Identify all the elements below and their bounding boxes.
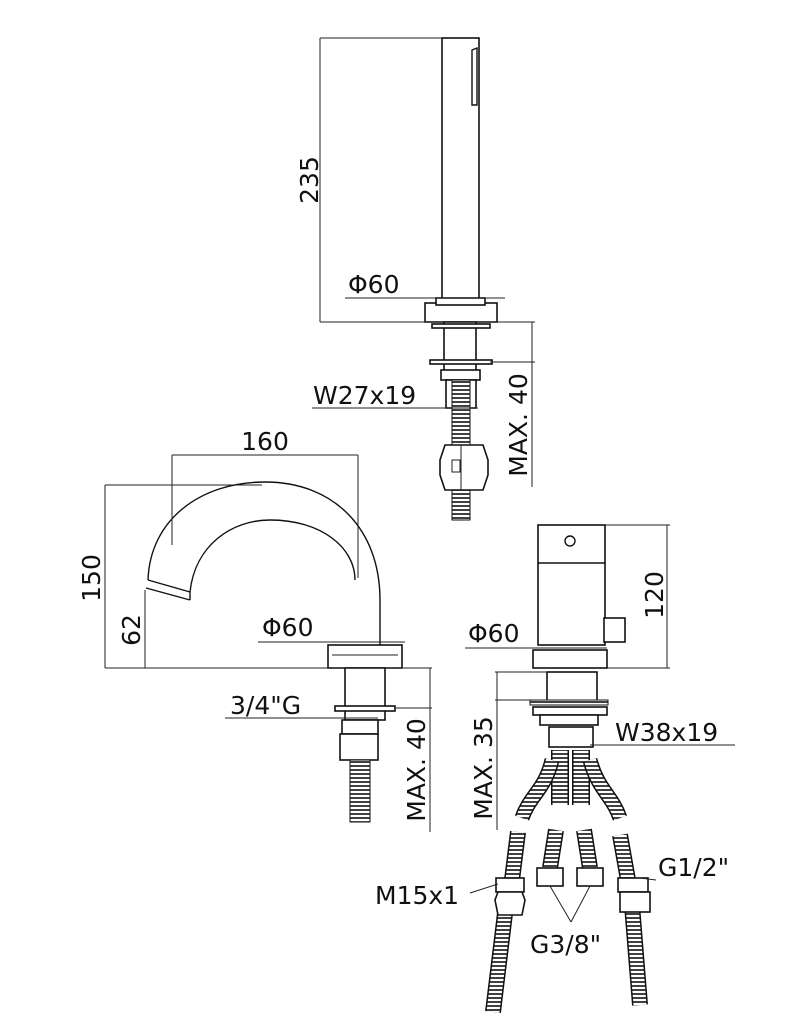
handshower-connection-label: W27x19 bbox=[313, 381, 416, 410]
spout-outlet-height-label: 62 bbox=[117, 614, 146, 646]
spout-max-label: MAX. 40 bbox=[402, 718, 431, 822]
mixer-diameter-label: Φ60 bbox=[468, 619, 520, 648]
mixer-height-label: 120 bbox=[640, 571, 669, 619]
handshower-height-label: 235 bbox=[295, 156, 324, 204]
handshower-max-label: MAX. 40 bbox=[504, 373, 533, 477]
mixer-max-label: MAX. 35 bbox=[469, 716, 498, 820]
mixer-body bbox=[537, 524, 606, 646]
handshower-connector bbox=[439, 444, 489, 491]
handshower-diameter-label: Φ60 bbox=[348, 270, 400, 299]
spout-flange bbox=[327, 644, 403, 669]
handshower-flange bbox=[424, 302, 498, 323]
spout: 160 150 62 Φ60 3/4"G MAX. 40 bbox=[77, 427, 432, 832]
g38-nut-right bbox=[576, 867, 604, 887]
g38-nut-left bbox=[536, 867, 564, 887]
hose-g12-label: G1/2" bbox=[658, 853, 729, 882]
mixer-lever bbox=[603, 617, 626, 643]
spout-shank bbox=[344, 667, 386, 721]
mixer-indicator bbox=[564, 535, 576, 547]
spout-outer bbox=[147, 481, 381, 645]
hose-g38-label: G3/8" bbox=[530, 930, 601, 959]
hose-m15-label: M15x1 bbox=[375, 881, 459, 910]
spout-connection-label: 3/4"G bbox=[230, 691, 301, 720]
mixer-connection-label: W38x19 bbox=[615, 718, 718, 747]
mixer-shank bbox=[546, 671, 598, 703]
spout-hose bbox=[349, 759, 371, 823]
mixer-hoses bbox=[485, 750, 651, 1013]
spout-height-label: 150 bbox=[77, 554, 106, 602]
m15-nut bbox=[495, 877, 525, 893]
mixer-flange bbox=[532, 649, 608, 669]
spout-diameter-label: Φ60 bbox=[262, 613, 314, 642]
spout-connector bbox=[339, 733, 379, 761]
spout-reach-label: 160 bbox=[241, 427, 289, 456]
handshower: 235 Φ60 W27x19 MAX. 40 bbox=[295, 37, 535, 521]
handshower-body bbox=[441, 37, 480, 301]
g12-nut bbox=[617, 877, 649, 893]
mixer: 120 Φ60 W38x19 MAX. 35 M15x1 G3/8" G1/2" bbox=[375, 524, 735, 1013]
